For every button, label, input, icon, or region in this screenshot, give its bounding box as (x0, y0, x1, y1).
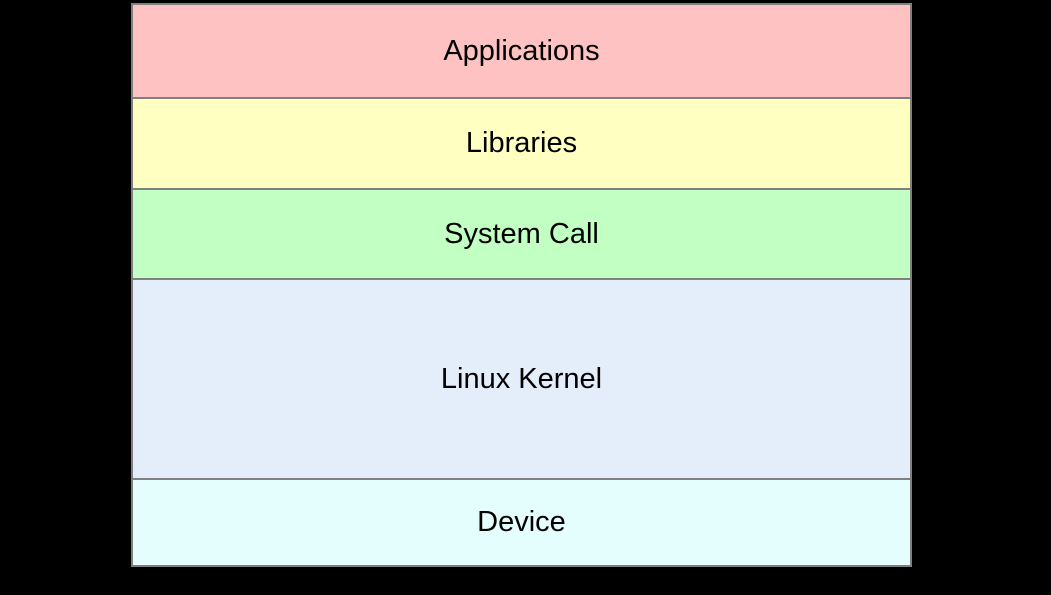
layer-device-label: Device (477, 506, 566, 538)
layer-device: Device (133, 480, 910, 565)
layer-stack-diagram: Applications Libraries System Call Linux… (131, 3, 912, 567)
layer-applications: Applications (133, 5, 910, 99)
layer-system-call: System Call (133, 190, 910, 280)
layer-system-call-label: System Call (444, 217, 599, 250)
layer-libraries-label: Libraries (465, 127, 578, 159)
layer-applications-label: Applications (443, 34, 600, 67)
layer-linux-kernel: Linux Kernel (133, 280, 910, 480)
layer-linux-kernel-label: Linux Kernel (440, 362, 603, 395)
layer-libraries: Libraries (133, 99, 910, 190)
